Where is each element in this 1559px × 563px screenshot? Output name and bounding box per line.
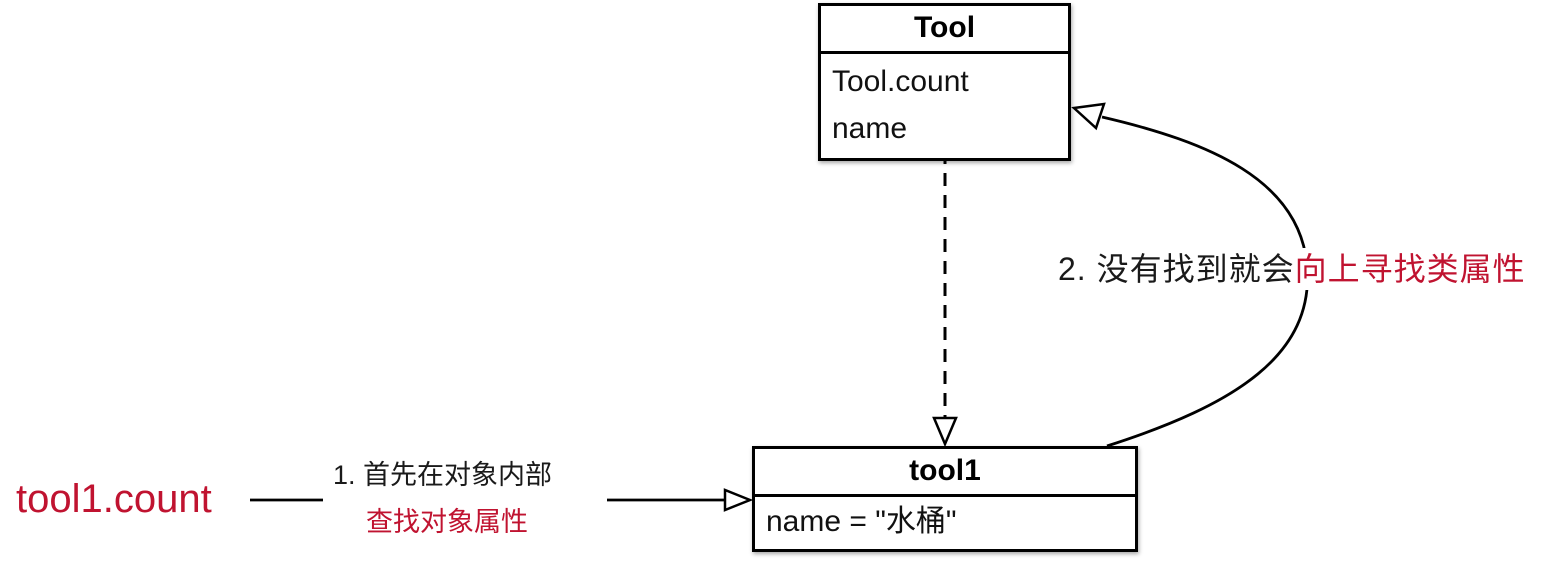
class-box-body: Tool.count name [821, 54, 1068, 158]
step2-text-black: 2. 没有找到就会 [1058, 251, 1295, 287]
step2-text-red: 向上寻找类属性 [1294, 251, 1526, 287]
step1-annotation: 1. 首先在对象内部 查找对象属性 [333, 452, 552, 546]
class-box-title: Tool [821, 6, 1068, 54]
instance-box-attribute: name = "水桶" [766, 505, 957, 538]
step1-arrowhead-icon [723, 488, 754, 512]
instance-box-title: tool1 [755, 449, 1135, 497]
instance-box: tool1 name = "水桶" [752, 446, 1138, 552]
class-lookup-arrowhead-icon [1071, 102, 1106, 131]
class-box-attribute: name [832, 112, 908, 145]
step1-text-red: 查找对象属性 [366, 507, 528, 537]
expression-label: tool1.count [16, 477, 212, 521]
instance-box-body: name = "水桶" [755, 497, 1135, 549]
step2-annotation: 2. 没有找到就会向上寻找类属性 [1056, 248, 1530, 290]
step1-text-black: 1. 首先在对象内部 [333, 460, 553, 490]
class-box: Tool Tool.count name [818, 3, 1071, 161]
instance-of-arrowhead-icon [932, 416, 958, 448]
class-box-attribute: Tool.count [832, 65, 969, 98]
